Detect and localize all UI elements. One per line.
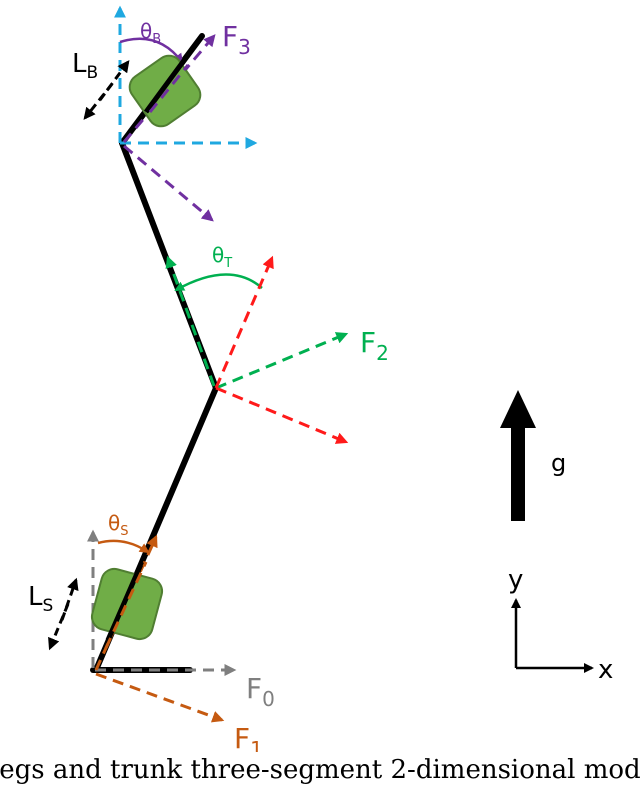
label-y: y	[508, 565, 523, 595]
label-f3: F3	[222, 20, 251, 59]
label-f2: F2	[360, 326, 389, 365]
label-f1: F1	[234, 722, 263, 752]
lb-double-arrow-back	[83, 83, 114, 120]
arm-f3-overlay	[148, 64, 190, 113]
force-f1-arrow	[95, 672, 225, 723]
biomechanics-diagram: F3 θB LB θT F2 g θS LS y x F0 F1	[28, 5, 613, 752]
trunk-direction-line	[165, 255, 216, 387]
hip-frame-axis-up	[214, 255, 274, 389]
force-f2-arrow	[215, 332, 349, 390]
label-f0: F0	[246, 672, 275, 711]
label-theta-t: θT	[212, 243, 232, 271]
xy-axes	[511, 598, 594, 673]
theta-s-arc	[97, 539, 150, 554]
shoulder-reaction-arrow	[123, 144, 214, 222]
label-lb: LB	[72, 49, 98, 83]
theta-b-arc	[119, 37, 184, 64]
ls-double-arrow-back	[48, 603, 70, 651]
label-theta-s: θS	[108, 511, 129, 539]
ls-double-arrow	[60, 577, 79, 621]
force-f3-arrow	[122, 34, 216, 143]
label-x: x	[598, 655, 613, 685]
lower-mass-block	[90, 567, 164, 641]
gravity-arrow	[500, 390, 536, 521]
label-theta-b: θB	[140, 19, 161, 47]
hip-frame-axis-down	[215, 386, 349, 444]
leg-segment-overlay	[105, 561, 145, 641]
theta-t-arc	[174, 273, 263, 292]
label-g: g	[551, 449, 566, 477]
lb-double-arrow	[98, 60, 130, 101]
label-ls: LS	[28, 582, 53, 616]
bottom-reference-axes	[87, 529, 237, 676]
figure-caption: Legs and trunk three-segment 2-dimension…	[0, 755, 640, 785]
arm-segment-overlay	[143, 53, 191, 114]
top-reference-axes	[114, 5, 258, 149]
leg-direction-overlay	[104, 561, 148, 649]
